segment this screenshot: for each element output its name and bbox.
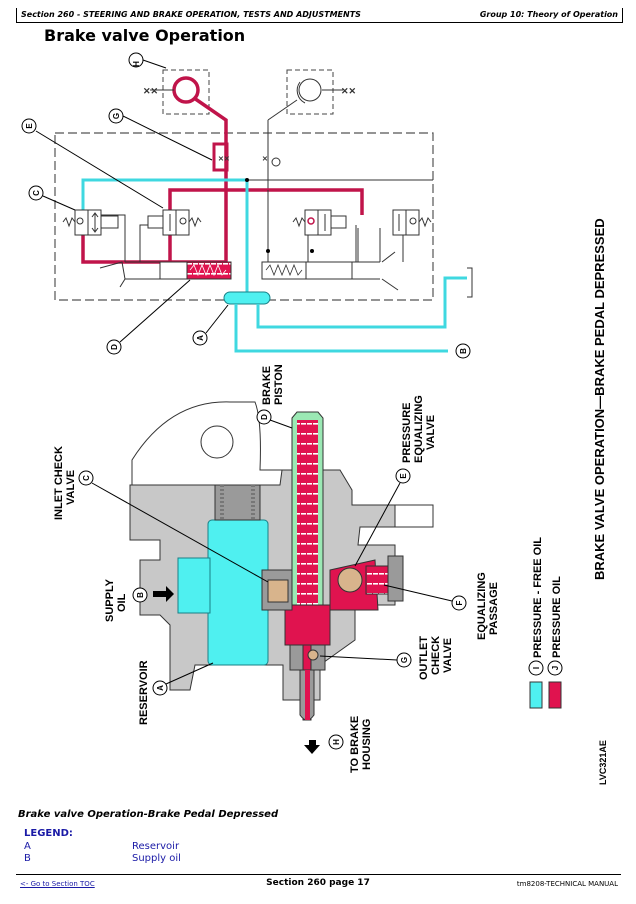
figure-caption: Brake valve Operation-Brake Pedal Depres… bbox=[18, 809, 279, 820]
page-header: Section 260 - STEERING AND BRAKE OPERATI… bbox=[16, 8, 623, 23]
equalizing-ball bbox=[337, 567, 363, 593]
piston-spring bbox=[297, 420, 318, 610]
page-title: Brake valve Operation bbox=[44, 26, 246, 45]
figure-id: LVC321AE bbox=[598, 740, 608, 785]
svg-text:PRESSURE: PRESSURE bbox=[401, 402, 413, 463]
svg-text:A: A bbox=[156, 685, 165, 691]
schematic-callouts: H G E C D A B bbox=[21, 52, 471, 359]
legend-title: LEGEND: bbox=[24, 828, 73, 839]
svg-text:HOUSING: HOUSING bbox=[361, 719, 373, 770]
legend-value: Reservoir bbox=[132, 841, 180, 852]
svg-text:D: D bbox=[260, 414, 269, 420]
pressure-free-oil-swatch bbox=[529, 681, 543, 709]
svg-text:TO BRAKE: TO BRAKE bbox=[349, 716, 361, 773]
pressure-oil-swatch bbox=[548, 681, 562, 709]
svg-text:A: A bbox=[196, 335, 205, 341]
svg-text:INLET CHECK: INLET CHECK bbox=[53, 446, 65, 520]
svg-text:B: B bbox=[136, 592, 145, 598]
section-toc-link[interactable]: <- Go to Section TOC bbox=[20, 880, 95, 888]
left-brake-box bbox=[162, 69, 210, 115]
valve-e bbox=[147, 209, 202, 236]
svg-text:F: F bbox=[455, 600, 464, 605]
valve-right-2 bbox=[392, 209, 432, 236]
group-title: Group 10: Theory of Operation bbox=[479, 10, 618, 19]
supply-arrow bbox=[153, 586, 174, 602]
legend-item: A Reservoir bbox=[24, 841, 179, 852]
svg-text:G: G bbox=[400, 657, 409, 663]
svg-text:PASSAGE: PASSAGE bbox=[488, 582, 500, 635]
svg-text:CHECK: CHECK bbox=[430, 636, 442, 675]
hydraulic-schematic: ✕✕ ✕✕ bbox=[54, 69, 473, 353]
svg-text:VALVE: VALVE bbox=[442, 638, 454, 673]
manual-id: tm8208-TECHNICAL MANUAL bbox=[516, 880, 618, 888]
svg-text:PRESSURE OIL: PRESSURE OIL bbox=[551, 576, 563, 658]
piston-spring-active bbox=[186, 261, 232, 280]
reservoir-symbol bbox=[223, 291, 271, 305]
legend-key: B bbox=[24, 853, 31, 864]
svg-text:OIL: OIL bbox=[116, 593, 128, 612]
cutaway-labels: BRAKE PISTON D PRESSURE EQUALIZING VALVE… bbox=[53, 364, 500, 773]
svg-text:B: B bbox=[459, 348, 468, 354]
svg-text:SUPPLY: SUPPLY bbox=[104, 578, 116, 622]
svg-text:EQUALIZING: EQUALIZING bbox=[476, 572, 488, 640]
svg-text:E: E bbox=[399, 473, 408, 479]
svg-text:I: I bbox=[532, 667, 541, 669]
svg-text:✕✕: ✕✕ bbox=[143, 86, 158, 96]
svg-text:BRAKE: BRAKE bbox=[261, 366, 273, 405]
svg-text:EQUALIZING: EQUALIZING bbox=[413, 395, 425, 463]
valve-c bbox=[62, 209, 119, 236]
color-key: I J PRESSURE - FREE OIL PRESSURE OIL bbox=[528, 537, 563, 709]
svg-text:H: H bbox=[332, 739, 341, 745]
side-title: BRAKE VALVE OPERATION—BRAKE PEDAL DEPRES… bbox=[592, 218, 607, 580]
svg-text:OUTLET: OUTLET bbox=[418, 636, 430, 680]
svg-text:PISTON: PISTON bbox=[273, 364, 285, 405]
legend-value: Supply oil bbox=[132, 853, 181, 864]
legend-item: B Supply oil bbox=[24, 853, 181, 864]
svg-text:PRESSURE - FREE OIL: PRESSURE - FREE OIL bbox=[532, 537, 544, 658]
svg-text:J: J bbox=[551, 666, 560, 670]
svg-text:✕: ✕ bbox=[262, 156, 268, 163]
brake-valve-diagram: ✕✕ ✕✕ bbox=[21, 52, 608, 785]
svg-text:VALVE: VALVE bbox=[65, 470, 77, 505]
page-number: Section 260 page 17 bbox=[266, 878, 370, 888]
svg-text:H: H bbox=[132, 61, 141, 67]
svg-text:C: C bbox=[32, 190, 41, 196]
svg-text:D: D bbox=[110, 344, 119, 350]
legend-key: A bbox=[24, 841, 31, 852]
outlet-check-ball bbox=[307, 649, 319, 661]
brake-valve-cutaway bbox=[129, 401, 434, 754]
svg-text:VALVE: VALVE bbox=[425, 415, 437, 450]
footer-divider bbox=[16, 874, 621, 875]
pressure-chamber bbox=[284, 604, 331, 646]
svg-text:E: E bbox=[25, 123, 34, 129]
to-brake-arrow bbox=[304, 740, 320, 754]
svg-text:✕✕: ✕✕ bbox=[341, 86, 356, 96]
valve-right-1 bbox=[292, 209, 347, 236]
reservoir-chamber bbox=[207, 519, 269, 666]
svg-text:✕✕: ✕✕ bbox=[218, 156, 230, 163]
svg-text:G: G bbox=[112, 113, 121, 119]
section-title: Section 260 - STEERING AND BRAKE OPERATI… bbox=[21, 10, 361, 19]
svg-text:C: C bbox=[82, 475, 91, 481]
right-brake-box bbox=[286, 69, 334, 115]
svg-text:RESERVOIR: RESERVOIR bbox=[138, 660, 150, 725]
